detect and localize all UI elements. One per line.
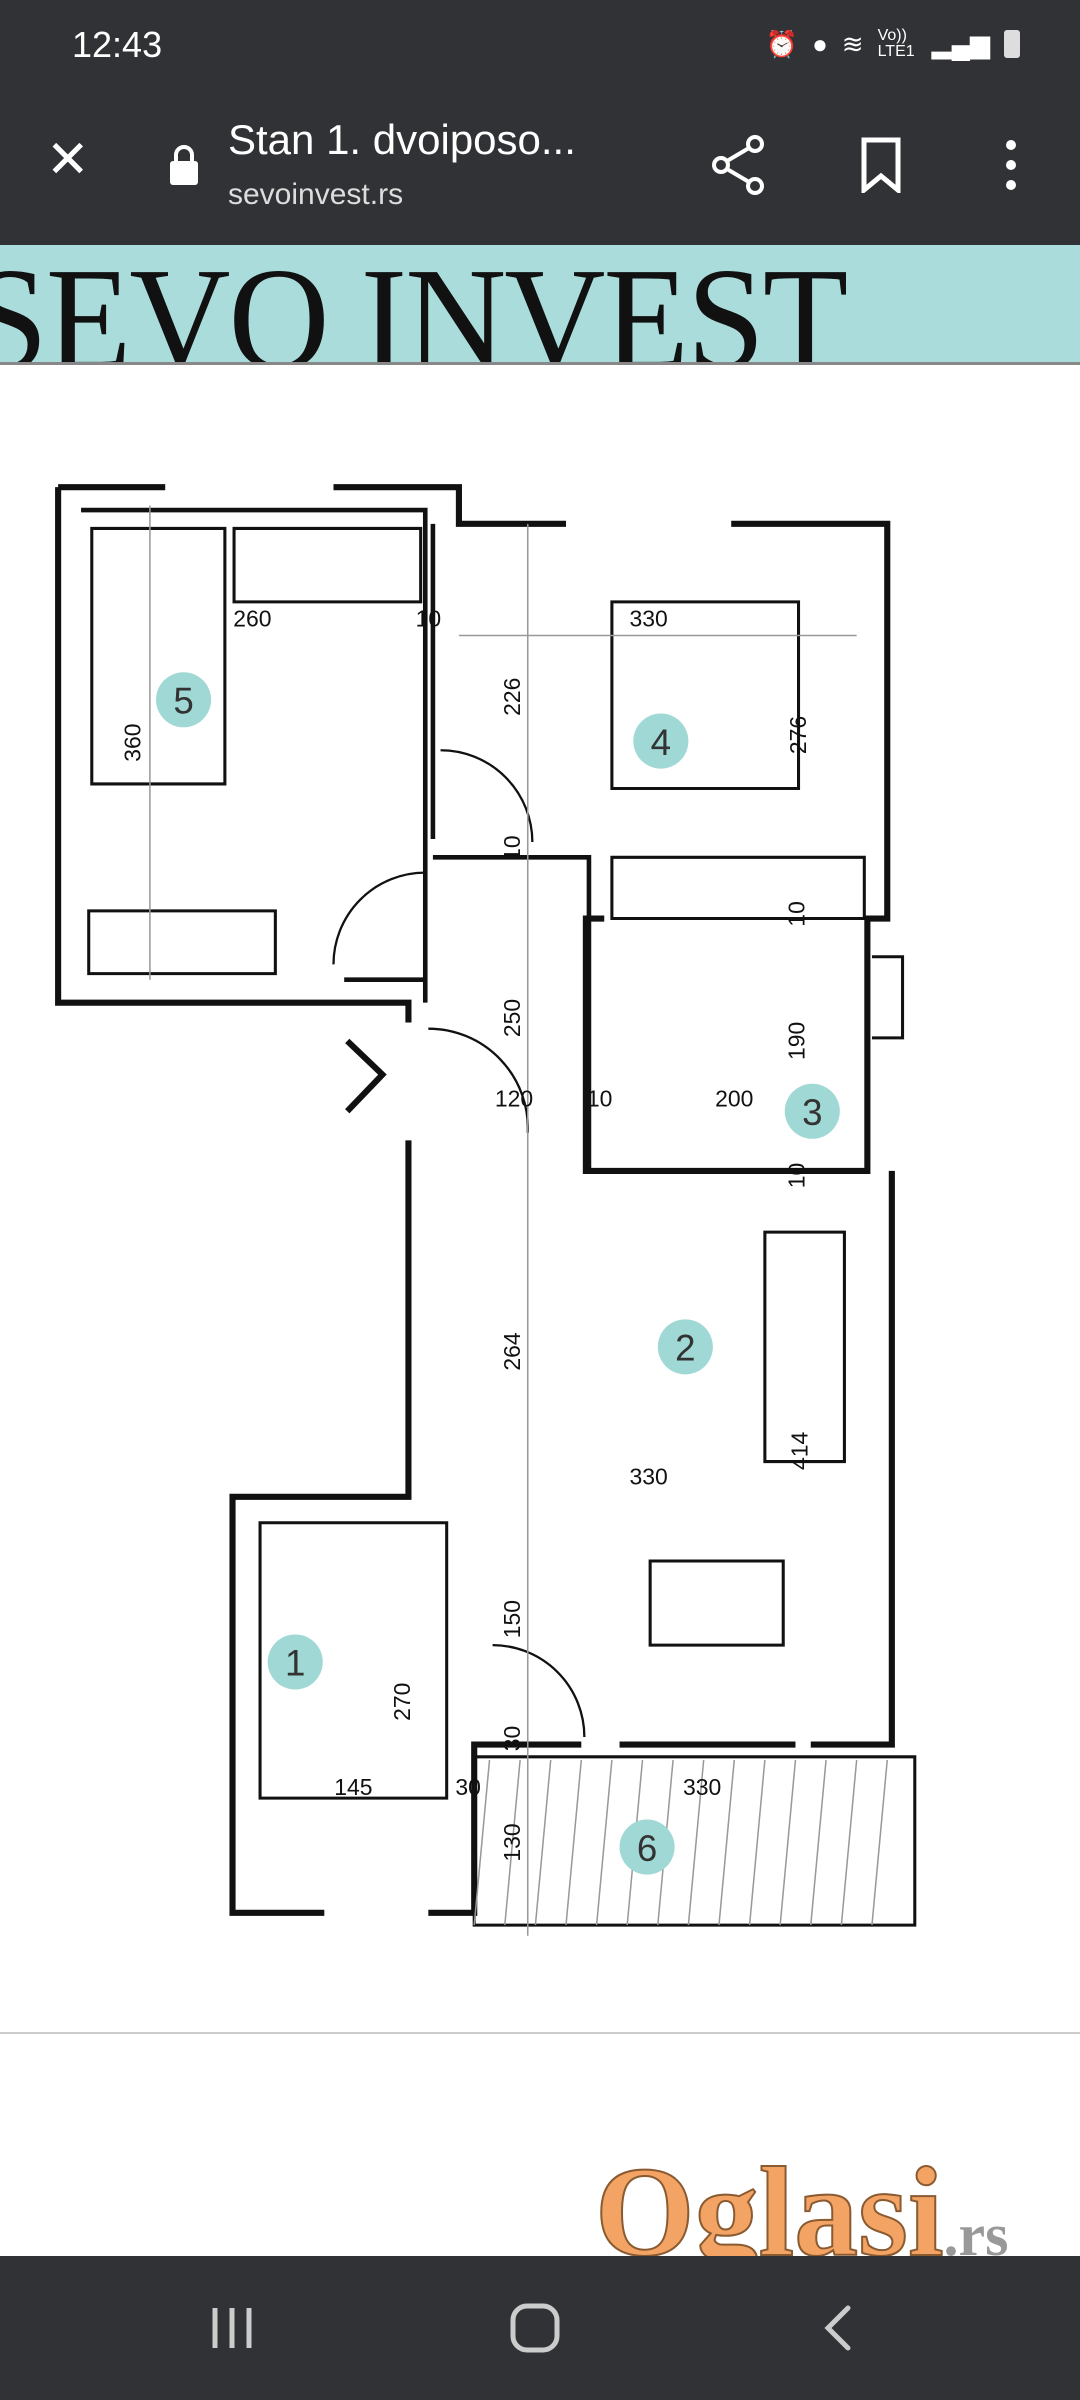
room-badge-1: [267, 1634, 323, 1690]
share-button[interactable]: [704, 130, 774, 200]
room-badge-2: [657, 1319, 713, 1375]
lte-indicator: Vo)) LTE1: [877, 27, 915, 60]
dimension-label: 330: [629, 605, 667, 631]
room-number: 4: [651, 722, 671, 763]
page-title[interactable]: Stan 1. dvoiposo...: [228, 116, 576, 163]
banner-text: SEVO INVEST: [0, 245, 848, 365]
room-number: 5: [173, 681, 193, 722]
bookmark-button[interactable]: [846, 130, 916, 200]
dimension-label: 330: [683, 1774, 721, 1800]
share-icon: [712, 135, 764, 195]
dimension-label: 10: [784, 1163, 810, 1189]
dimension-label: 276: [785, 716, 811, 754]
dimension-label: 30: [499, 1726, 525, 1752]
page-url[interactable]: sevoinvest.rs: [228, 178, 404, 211]
dimension-label: 330: [629, 1464, 667, 1490]
wall-inner: [81, 507, 868, 1174]
location-icon: ●: [812, 28, 828, 59]
home-button[interactable]: [495, 2296, 575, 2360]
more-vert-icon: [1006, 140, 1016, 190]
back-button[interactable]: [798, 2296, 878, 2360]
close-icon[interactable]: ✕: [46, 131, 90, 189]
dimension-label: 200: [715, 1086, 753, 1112]
room-badge-3: [784, 1083, 840, 1139]
dimension-label: 10: [416, 605, 442, 631]
recent-apps-button[interactable]: [192, 2296, 272, 2360]
signal-icon: ▂▄▆: [931, 28, 990, 59]
bookmark-icon: [861, 137, 901, 193]
dimension-label: 30: [455, 1774, 481, 1800]
battery-icon: [1004, 30, 1020, 58]
entrance-arrow-icon: [345, 1038, 387, 1114]
dimension-label: 145: [334, 1774, 372, 1800]
door-swings: [332, 749, 586, 1737]
lock-icon: [170, 145, 198, 185]
room-badge-6: [619, 1819, 675, 1875]
home-icon: [510, 2303, 560, 2353]
oglasi-watermark-logo: Oglasi.rs: [594, 2141, 1009, 2283]
dimension-label: 414: [787, 1432, 813, 1471]
wardrobes: [87, 855, 866, 976]
dimension-label: 120: [495, 1086, 533, 1112]
wall-north: [58, 484, 891, 1174]
window: [871, 955, 905, 1040]
back-icon: [824, 2305, 851, 2351]
kitchen-counter: [258, 1521, 449, 1800]
dimension-label: 150: [499, 1600, 525, 1638]
room-badge-4: [633, 713, 689, 769]
more-options-button[interactable]: [976, 130, 1046, 200]
browser-toolbar: ✕ Stan 1. dvoiposo... sevoinvest.rs: [0, 90, 1080, 245]
dimension-label: 190: [784, 1022, 810, 1060]
status-bar: 12:43 ⏰ ● ≋ Vo)) LTE1 ▂▄▆: [0, 0, 1080, 90]
room-number: 3: [802, 1092, 822, 1133]
room-badge-5: [156, 672, 212, 728]
status-time: 12:43: [72, 24, 163, 65]
dimension-label: 10: [784, 901, 810, 927]
dimension-label: 260: [233, 605, 271, 631]
alarm-icon: ⏰: [765, 28, 799, 59]
dimension-label: 10: [587, 1086, 613, 1112]
brand-banner: SEVO INVEST: [0, 245, 1080, 365]
android-nav-bar: [0, 2256, 1080, 2400]
balcony: [472, 1755, 917, 1927]
room-number: 6: [637, 1828, 657, 1869]
recent-apps-icon: [212, 2308, 252, 2348]
dimension-label: 130: [499, 1823, 525, 1861]
room-number: 1: [285, 1643, 305, 1684]
dimension-label: 10: [499, 835, 525, 861]
furniture: [90, 526, 846, 1647]
divider: [0, 2032, 1080, 2034]
wifi-icon: ≋: [841, 28, 864, 59]
dimension-label: 226: [499, 678, 525, 716]
dimension-label: 264: [499, 1332, 525, 1371]
dimension-label: 360: [120, 723, 146, 761]
dimension-label: 250: [499, 999, 525, 1037]
dimension-label: 270: [389, 1683, 415, 1721]
room-number: 2: [675, 1328, 695, 1369]
